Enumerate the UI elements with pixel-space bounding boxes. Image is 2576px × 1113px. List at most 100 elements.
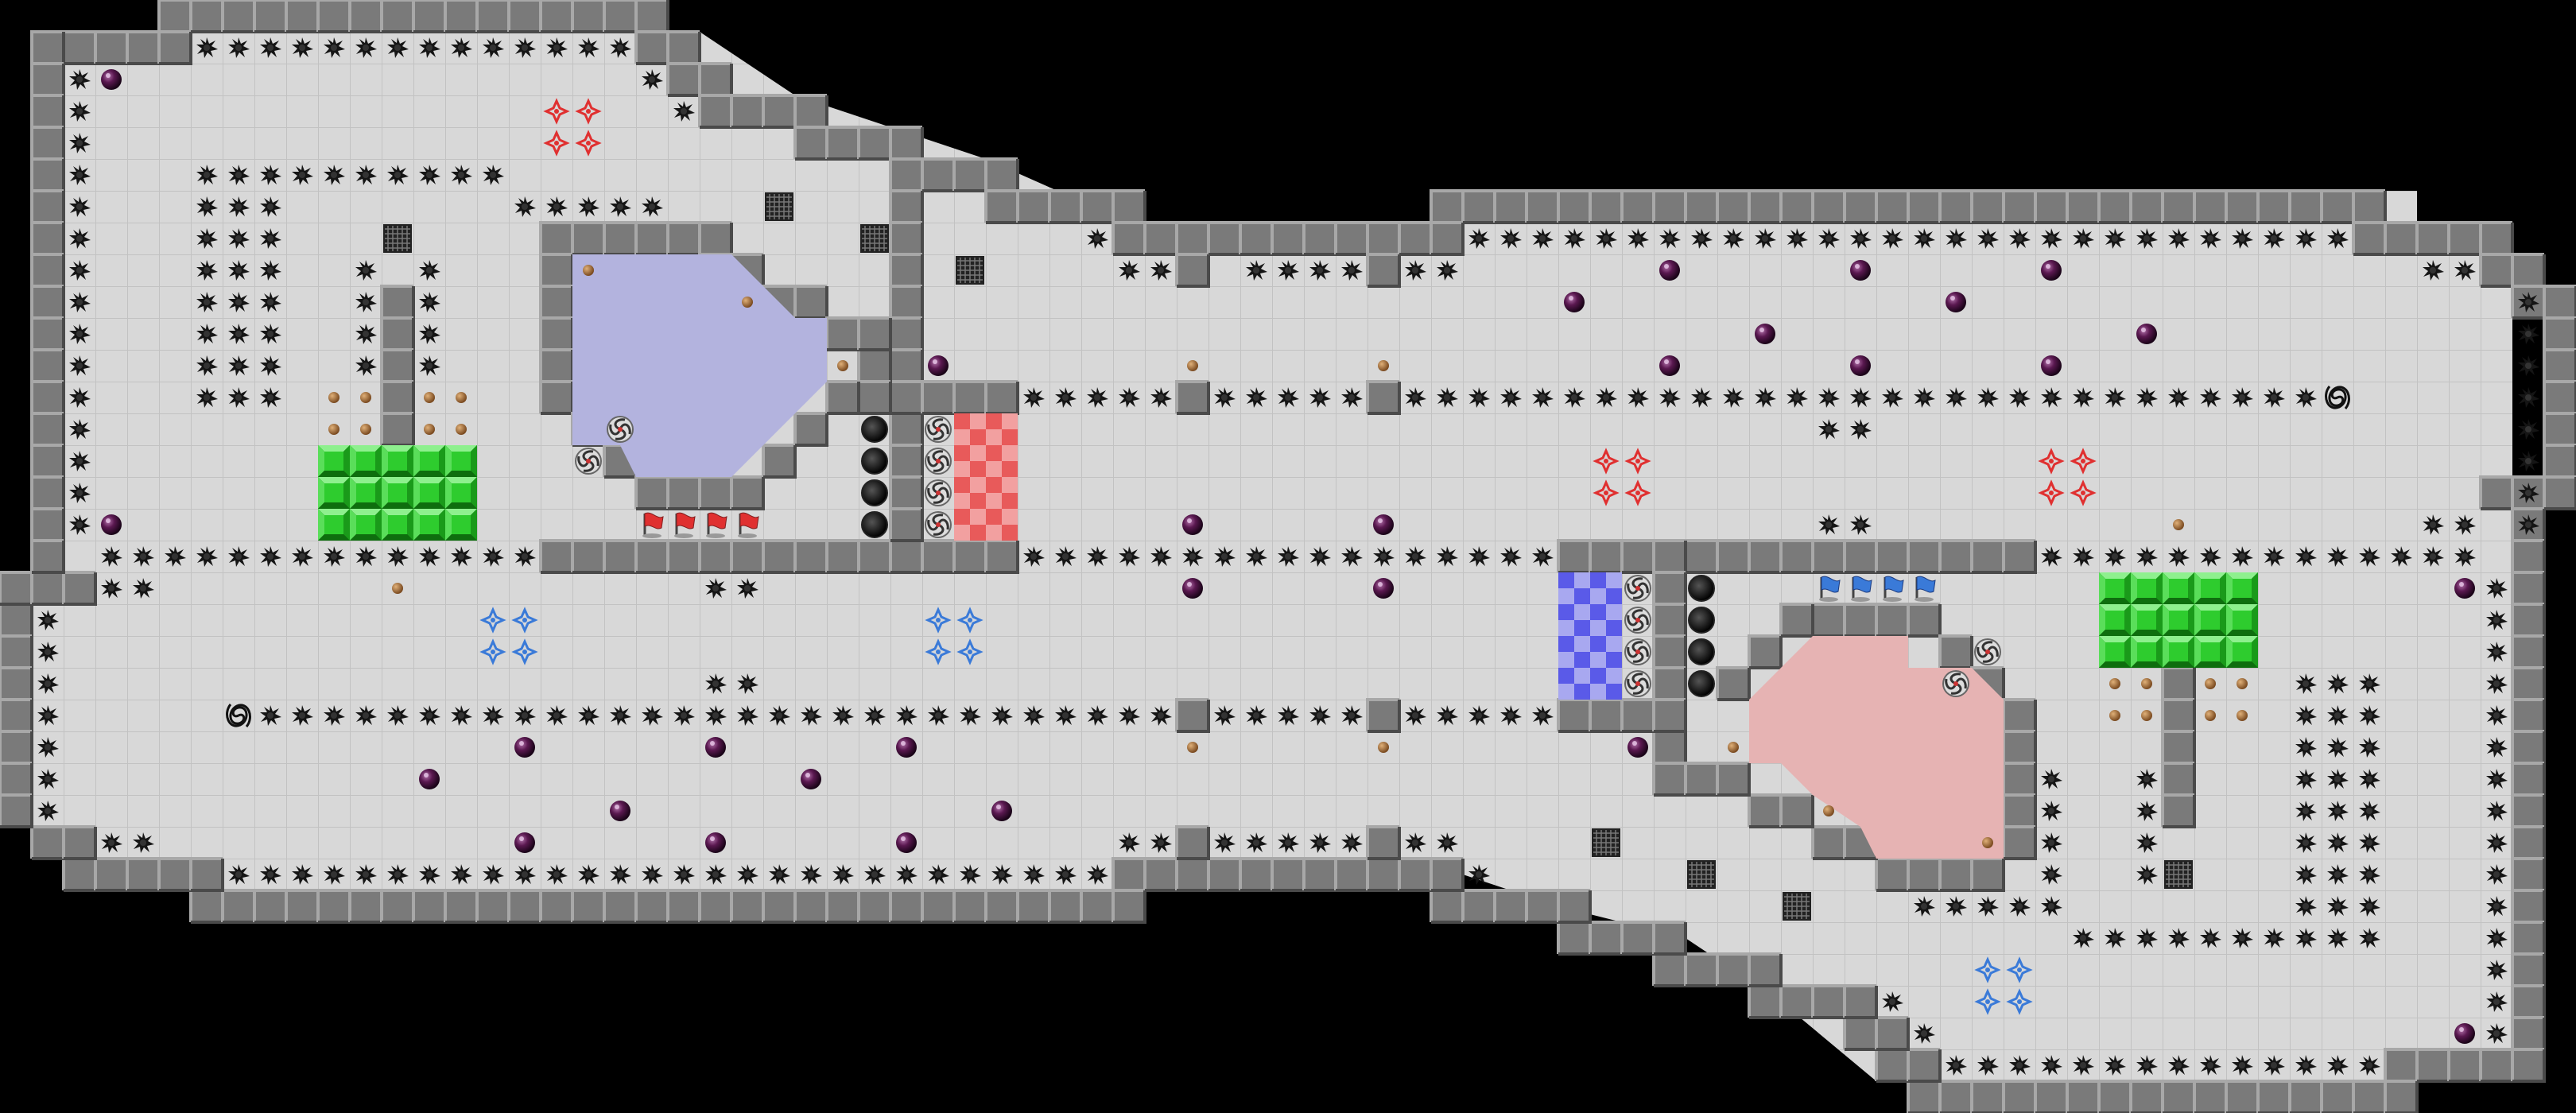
wall-block (889, 316, 924, 351)
spike-mine-icon (2518, 355, 2539, 376)
spiral-portal-icon (573, 446, 603, 476)
wall-block (889, 475, 924, 510)
purple-orb-icon (1946, 292, 1966, 312)
wall-block (634, 539, 669, 574)
wall-block (1938, 539, 1973, 574)
wall-block (444, 0, 479, 33)
wall-block (30, 62, 65, 97)
purple-orb-icon (2454, 1023, 2475, 1044)
wall-block (2511, 762, 2546, 797)
green-gem-block (2163, 572, 2194, 604)
wall-block (1748, 539, 1783, 574)
wall-block (1557, 189, 1592, 224)
wall-block (984, 380, 1019, 415)
wall-block (348, 0, 383, 33)
wall-block (857, 316, 892, 351)
wall-block (984, 157, 1019, 192)
wall-block (1970, 857, 2005, 892)
wall-block (0, 603, 33, 638)
wall-block (2511, 571, 2546, 606)
wall-block (2511, 730, 2546, 765)
wall-block (30, 444, 65, 479)
purple-orb-icon (1373, 578, 1394, 599)
wall-block (1907, 539, 1942, 574)
wall-block (1684, 539, 1719, 574)
wall-block (571, 0, 606, 33)
wall-block (666, 221, 701, 256)
wall-block (2352, 221, 2387, 256)
wall-block (2384, 1080, 2419, 1113)
wall-block (2511, 921, 2546, 956)
wall-block (889, 348, 924, 383)
wall-block (2034, 1080, 2069, 1113)
wall-block (952, 157, 987, 192)
spiral-portal-icon (923, 414, 953, 444)
bead-icon (1378, 742, 1389, 753)
wall-block (2288, 1080, 2323, 1113)
wall-block (1048, 189, 1083, 224)
wall-block (2511, 1016, 2546, 1051)
wall-block (30, 253, 65, 288)
wall-block (1652, 762, 1687, 797)
wall-block (1938, 189, 1973, 224)
wall-block (2002, 189, 2037, 224)
bead-icon (360, 392, 371, 403)
wall-block (793, 539, 828, 574)
wall-block (507, 889, 542, 924)
purple-orb-icon (1373, 514, 1394, 535)
wall-block (2479, 253, 2514, 288)
wall-block (2511, 539, 2546, 574)
wall-block (1652, 666, 1687, 701)
wall-block (2066, 189, 2101, 224)
wall-block (444, 889, 479, 924)
wall-block (2256, 1080, 2291, 1113)
purple-orb-icon (101, 69, 122, 90)
wall-block (2161, 666, 2196, 701)
spiral-portal-icon (923, 446, 953, 476)
green-gem-block (445, 477, 477, 509)
wall-block (984, 539, 1019, 574)
wall-block (1652, 698, 1687, 733)
bead-icon (328, 392, 339, 403)
wall-block (1143, 221, 1178, 256)
wall-block (380, 316, 415, 351)
wall-block (1207, 221, 1242, 256)
wall-block (380, 412, 415, 447)
green-gem-block (382, 509, 413, 541)
bead-icon (2141, 710, 2152, 721)
green-gem-block (2099, 604, 2131, 636)
wall-block (2161, 762, 2196, 797)
wall-block (984, 889, 1019, 924)
bead-icon (2205, 710, 2216, 721)
wall-block (1557, 921, 1592, 956)
wall-block (1525, 889, 1560, 924)
wall-block (2097, 1080, 2132, 1113)
purple-orb-icon (896, 737, 917, 758)
wall-block (603, 0, 638, 33)
purple-orb-icon (101, 514, 122, 535)
wall-block (1779, 539, 1814, 574)
wall-block (1111, 221, 1146, 256)
wall-block (380, 348, 415, 383)
wall-block (825, 316, 860, 351)
bead-icon (456, 424, 467, 435)
purple-orb-icon (1755, 324, 1775, 344)
wall-block (857, 539, 892, 574)
wall-block (30, 412, 65, 447)
wall-block (1589, 189, 1624, 224)
wall-block (1684, 189, 1719, 224)
bead-icon (1187, 742, 1198, 753)
wall-block (1907, 1080, 1942, 1113)
wall-block (793, 412, 828, 447)
wall-block (1398, 857, 1433, 892)
wall-block (1430, 857, 1465, 892)
wall-block (1175, 698, 1210, 733)
wall-block (921, 157, 956, 192)
wall-block (2193, 1080, 2228, 1113)
wall-block (2002, 730, 2037, 765)
wall-block (316, 0, 351, 33)
purple-orb-icon (419, 769, 440, 789)
wall-block (1366, 698, 1401, 733)
wall-block (1398, 221, 1433, 256)
